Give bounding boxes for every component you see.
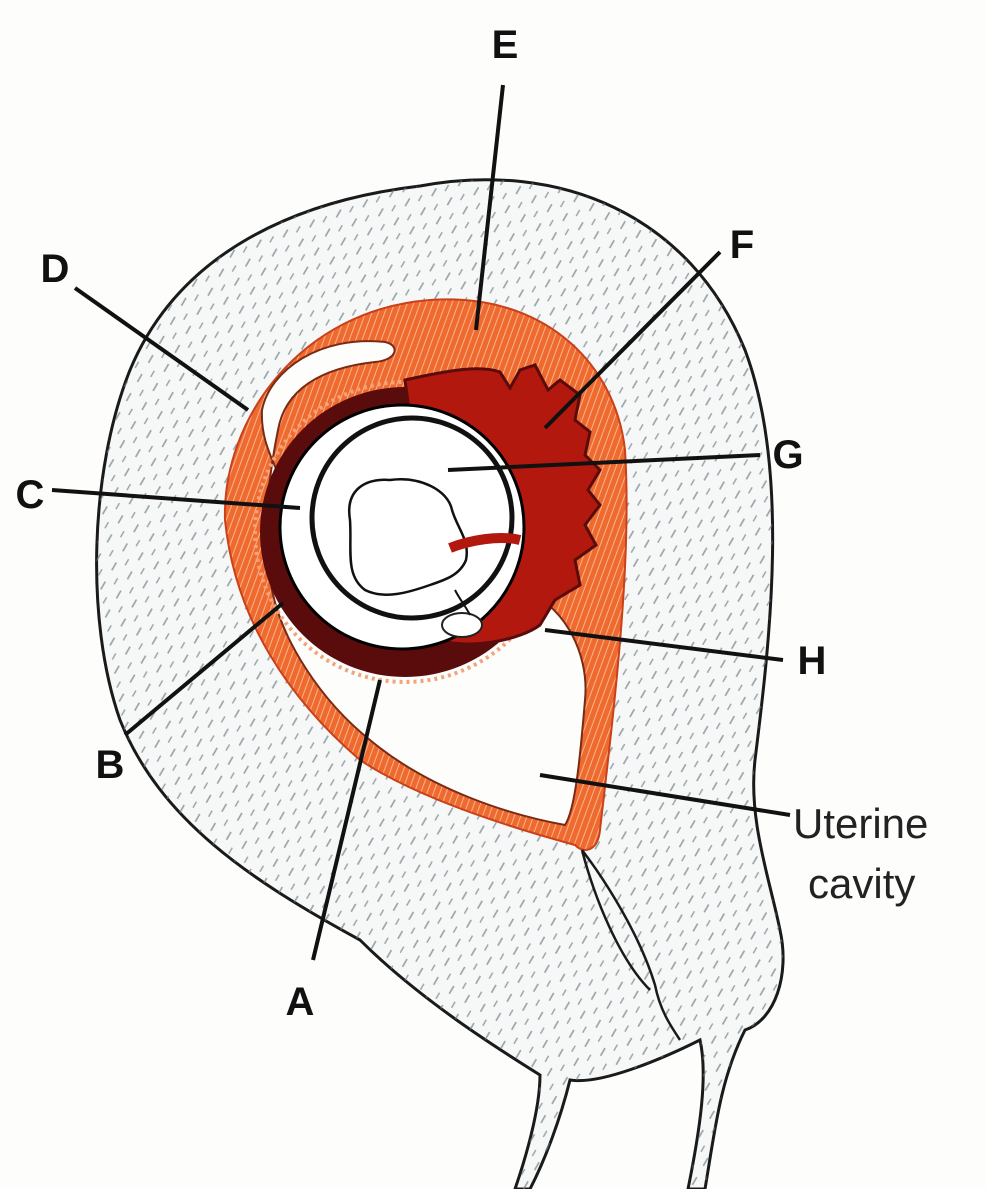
- label-G: G: [772, 433, 803, 477]
- label-uterine: Uterine: [793, 800, 928, 847]
- label-B: B: [96, 743, 125, 787]
- yolk-sac: [442, 613, 482, 637]
- label-F: F: [730, 223, 754, 267]
- label-D: D: [41, 247, 70, 291]
- label-cavity: cavity: [808, 860, 915, 907]
- label-H: H: [798, 639, 827, 683]
- label-E: E: [492, 23, 519, 67]
- label-C: C: [16, 473, 45, 517]
- label-A: A: [286, 980, 315, 1024]
